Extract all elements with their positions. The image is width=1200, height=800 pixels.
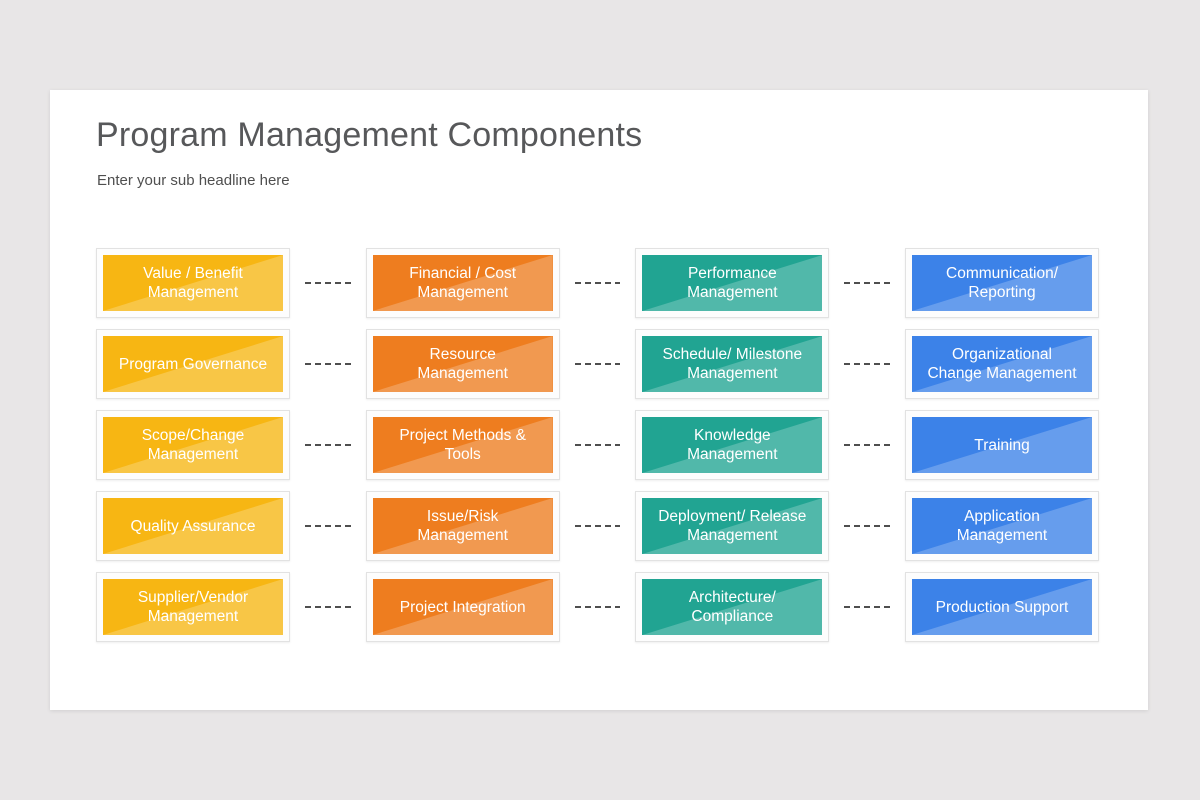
component-box: Performance Management bbox=[642, 255, 823, 311]
box-frame-blue: Production Support bbox=[905, 572, 1100, 642]
component-box-label: Project Integration bbox=[399, 598, 526, 616]
box-frame-teal: Performance Management bbox=[635, 248, 830, 318]
box-frame-teal: Knowledge Management bbox=[635, 410, 830, 480]
component-box-label: Knowledge Management bbox=[687, 427, 778, 463]
connector-line bbox=[574, 525, 621, 527]
connector-line bbox=[305, 282, 351, 284]
box-frame-blue: Communication/ Reporting bbox=[905, 248, 1100, 318]
connector-line bbox=[574, 282, 621, 284]
component-box-label: Program Governance bbox=[118, 355, 268, 373]
component-box: Resource Management bbox=[372, 336, 553, 392]
box-frame-yellow: Program Governance bbox=[96, 329, 290, 399]
page-subtitle: Enter your sub headline here bbox=[97, 172, 290, 189]
component-box: Scope/Change Management bbox=[103, 417, 283, 473]
component-box-label: Architecture/ Compliance bbox=[688, 589, 776, 625]
connector-line bbox=[844, 363, 891, 365]
component-box: Project Integration bbox=[372, 579, 553, 635]
box-frame-teal: Architecture/ Compliance bbox=[635, 572, 830, 642]
component-box-label: Organizational Change Management bbox=[927, 346, 1077, 382]
connector-line bbox=[574, 363, 621, 365]
component-box: Issue/Risk Management bbox=[372, 498, 553, 554]
grid-row: Value / Benefit Management Financial / Co… bbox=[96, 248, 1100, 318]
component-box: Communication/ Reporting bbox=[912, 255, 1093, 311]
component-box: Project Methods & Tools bbox=[372, 417, 553, 473]
box-frame-teal: Deployment/ Release Management bbox=[635, 491, 830, 561]
box-frame-yellow: Scope/Change Management bbox=[96, 410, 290, 480]
component-box: Training bbox=[912, 417, 1093, 473]
component-box-label: Application Management bbox=[956, 508, 1048, 544]
connector-line bbox=[844, 606, 891, 608]
connector-line bbox=[305, 444, 351, 446]
grid-row: Program Governance Resource Management Sch… bbox=[96, 329, 1100, 399]
components-grid: Value / Benefit Management Financial / Co… bbox=[96, 248, 1100, 653]
component-box: Application Management bbox=[912, 498, 1093, 554]
connector-line bbox=[574, 444, 621, 446]
box-frame-blue: Training bbox=[905, 410, 1100, 480]
component-box: Schedule/ Milestone Management bbox=[642, 336, 823, 392]
page-title: Program Management Components bbox=[96, 116, 643, 154]
component-box: Supplier/Vendor Management bbox=[103, 579, 283, 635]
grid-row: Scope/Change Management Project Methods &… bbox=[96, 410, 1100, 480]
connector-line bbox=[305, 363, 351, 365]
box-frame-yellow: Value / Benefit Management bbox=[96, 248, 290, 318]
component-box-label: Project Methods & Tools bbox=[399, 427, 526, 463]
component-box-label: Supplier/Vendor Management bbox=[137, 589, 249, 625]
component-box: Architecture/ Compliance bbox=[642, 579, 823, 635]
component-box-label: Issue/Risk Management bbox=[417, 508, 508, 544]
connector-line bbox=[844, 525, 891, 527]
box-frame-orange: Financial / Cost Management bbox=[365, 248, 560, 318]
connector-line bbox=[844, 282, 891, 284]
box-frame-orange: Resource Management bbox=[365, 329, 560, 399]
component-box: Deployment/ Release Management bbox=[642, 498, 823, 554]
component-box-label: Financial / Cost Management bbox=[409, 265, 517, 301]
grid-row: Quality Assurance Issue/Risk Management De… bbox=[96, 491, 1100, 561]
component-box: Quality Assurance bbox=[103, 498, 283, 554]
component-box-label: Production Support bbox=[935, 598, 1069, 616]
slide-canvas: Program Management Components Enter your… bbox=[50, 90, 1148, 710]
box-frame-blue: Application Management bbox=[905, 491, 1100, 561]
box-frame-orange: Project Integration bbox=[365, 572, 560, 642]
box-frame-yellow: Quality Assurance bbox=[96, 491, 290, 561]
component-box-label: Value / Benefit Management bbox=[143, 265, 243, 301]
component-box: Knowledge Management bbox=[642, 417, 823, 473]
connector-line bbox=[844, 444, 891, 446]
component-box-label: Training bbox=[974, 436, 1030, 454]
component-box-label: Quality Assurance bbox=[130, 517, 256, 535]
box-frame-teal: Schedule/ Milestone Management bbox=[635, 329, 830, 399]
box-frame-blue: Organizational Change Management bbox=[905, 329, 1100, 399]
box-frame-orange: Issue/Risk Management bbox=[365, 491, 560, 561]
component-box-label: Deployment/ Release Management bbox=[658, 508, 807, 544]
component-box: Program Governance bbox=[103, 336, 283, 392]
component-box-label: Communication/ Reporting bbox=[946, 265, 1059, 301]
grid-row: Supplier/Vendor Management Project Integr… bbox=[96, 572, 1100, 642]
component-box-label: Schedule/ Milestone Management bbox=[662, 346, 803, 382]
component-box: Organizational Change Management bbox=[912, 336, 1093, 392]
box-frame-orange: Project Methods & Tools bbox=[365, 410, 560, 480]
component-box-label: Resource Management bbox=[417, 346, 508, 382]
connector-line bbox=[305, 525, 351, 527]
connector-line bbox=[305, 606, 351, 608]
component-box: Financial / Cost Management bbox=[372, 255, 553, 311]
component-box-label: Scope/Change Management bbox=[141, 427, 245, 463]
component-box: Production Support bbox=[912, 579, 1093, 635]
box-frame-yellow: Supplier/Vendor Management bbox=[96, 572, 290, 642]
component-box-label: Performance Management bbox=[687, 265, 778, 301]
connector-line bbox=[574, 606, 621, 608]
component-box: Value / Benefit Management bbox=[103, 255, 283, 311]
